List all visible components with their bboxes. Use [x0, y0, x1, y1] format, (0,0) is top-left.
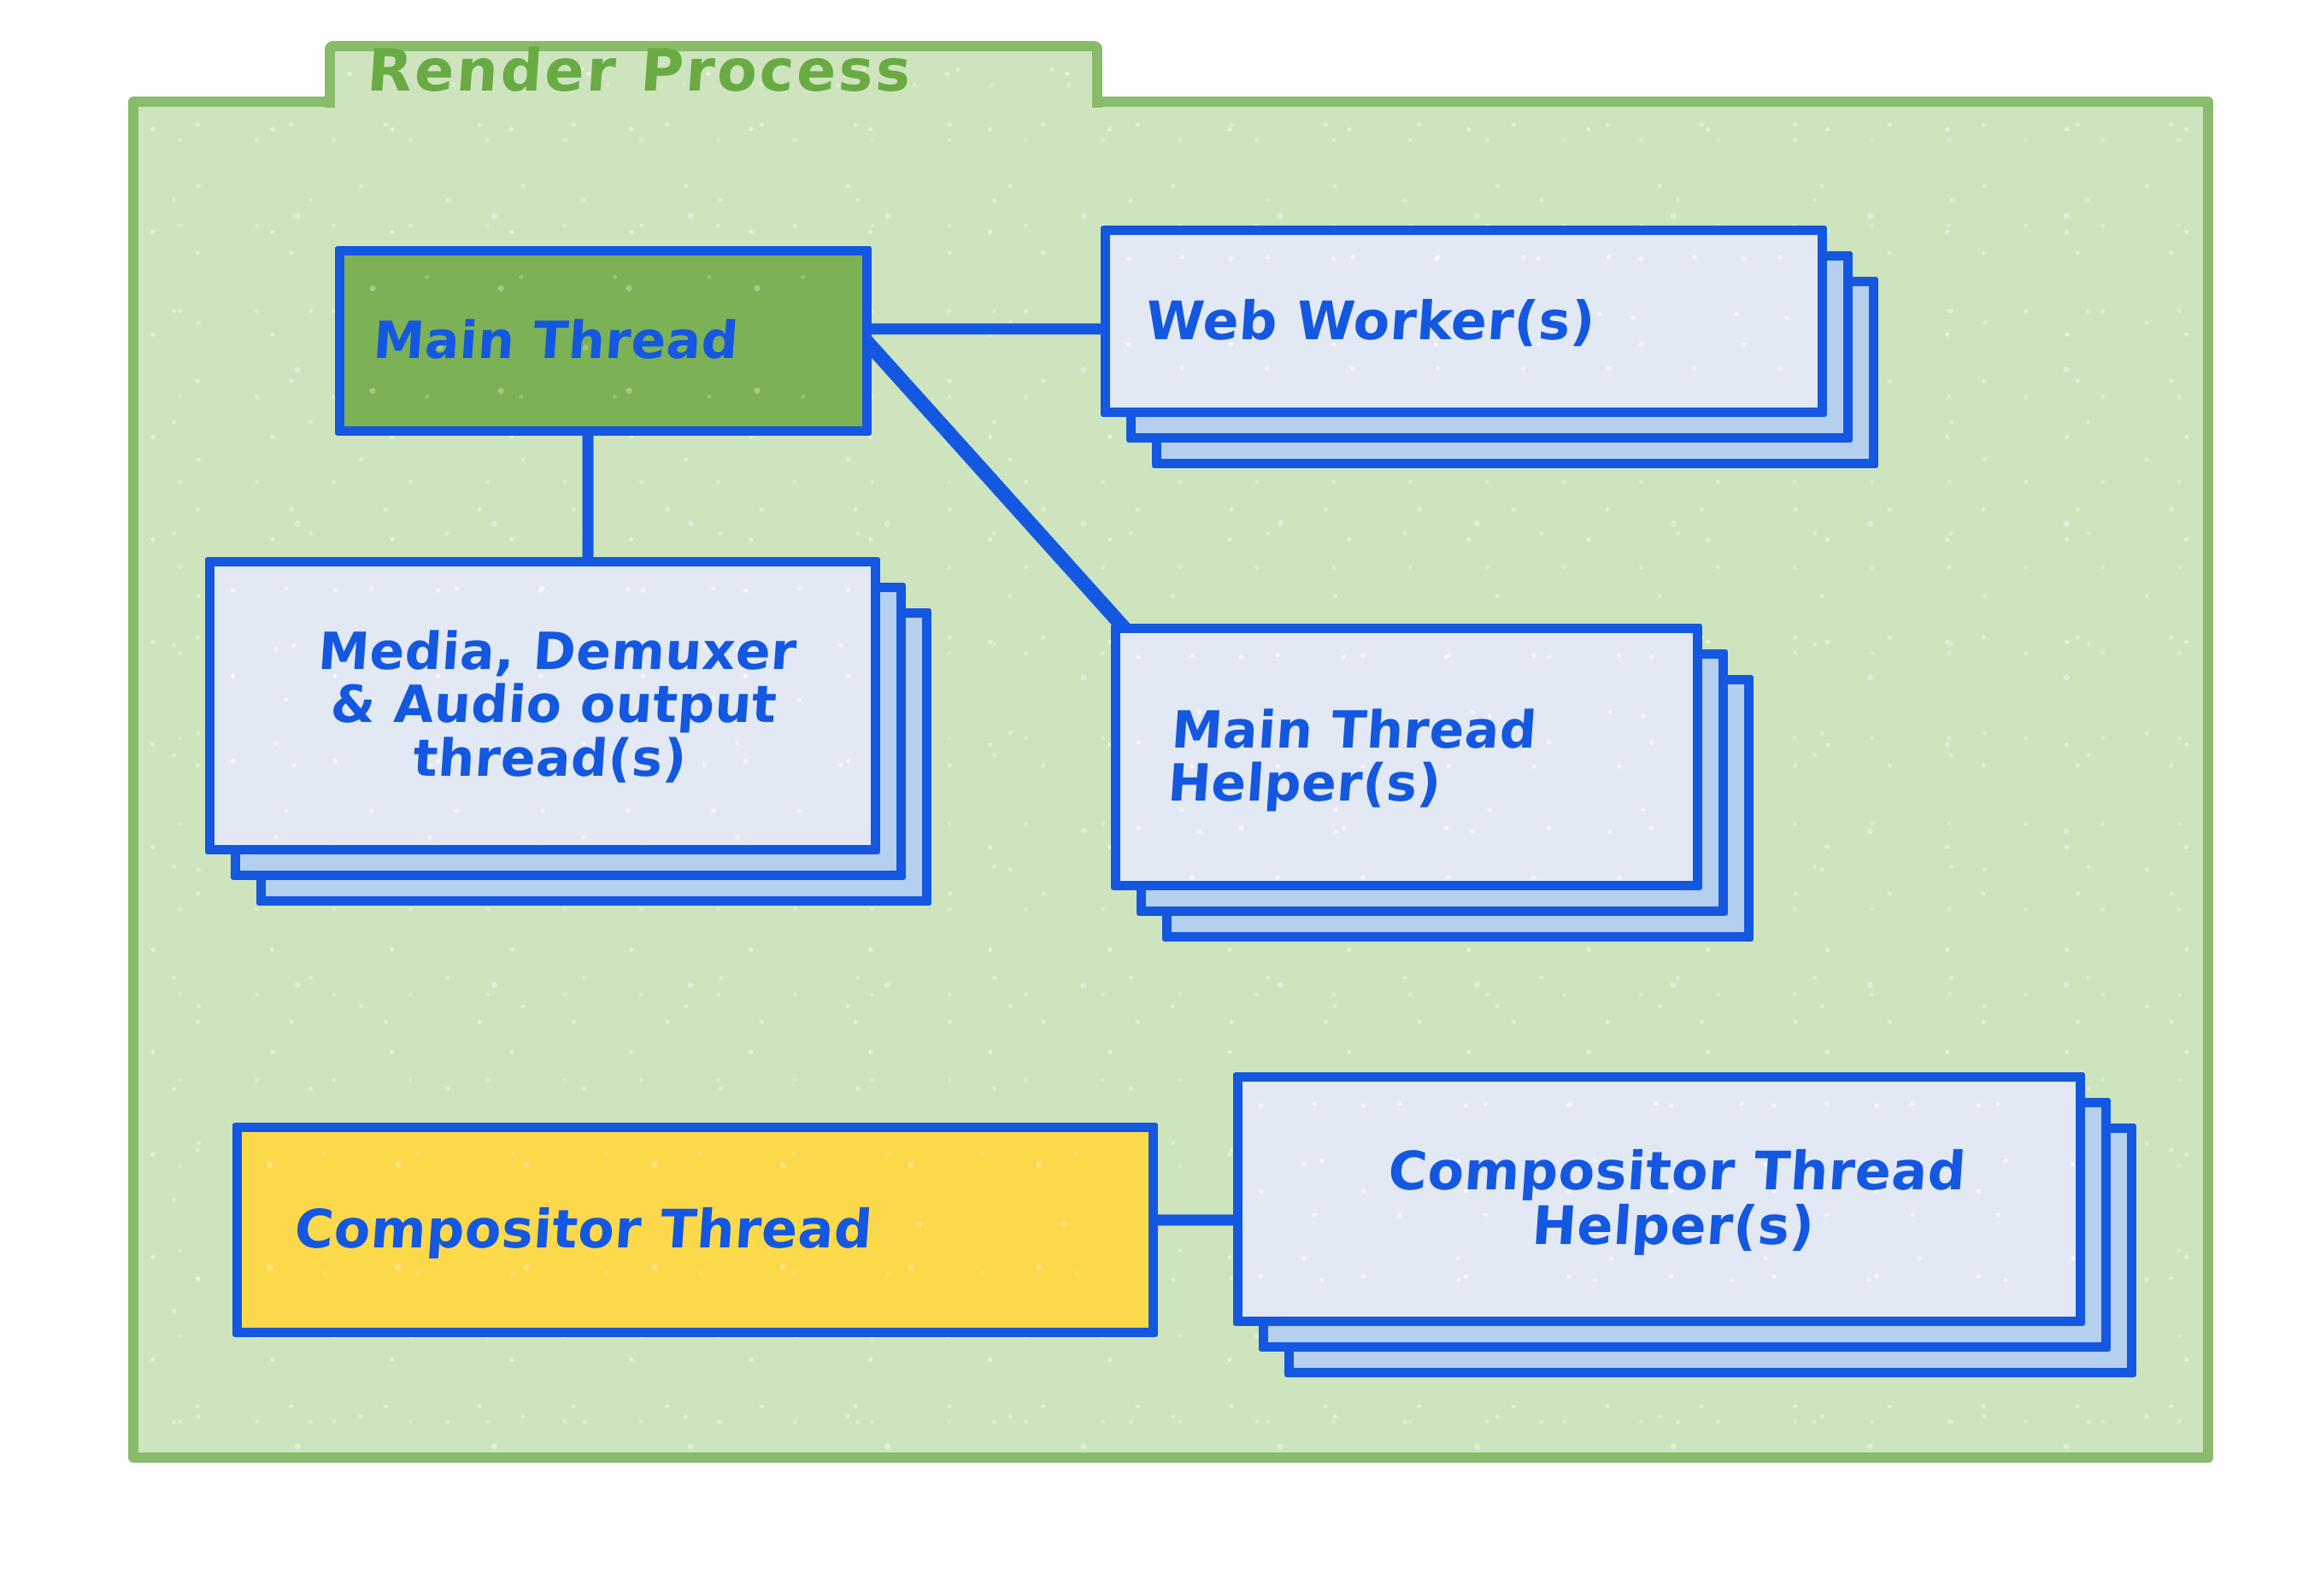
node-main-thread[interactable]: Main Thread — [335, 246, 872, 436]
node-media-thread-label: Media, Demuxer & Audio output thread(s) — [209, 622, 876, 789]
node-compositor-thread-helper-line-2: Helper(s) — [1530, 1194, 1817, 1258]
node-media-thread[interactable]: Media, Demuxer & Audio output thread(s) — [205, 557, 931, 906]
node-media-thread-line-1: Media, Demuxer — [316, 622, 799, 683]
render-process-title: Render Process — [365, 38, 916, 105]
node-media-thread-line-3: thread(s) — [411, 729, 690, 789]
node-compositor-thread-label: Compositor Thread — [292, 1198, 875, 1261]
node-main-thread-helper-label: Main Thread Helper(s) — [1117, 700, 1697, 813]
node-compositor-thread-face: Compositor Thread — [232, 1123, 1158, 1337]
node-web-worker-face: Web Worker(s) — [1101, 226, 1827, 417]
node-compositor-thread-helper-face: Compositor Thread Helper(s) — [1233, 1072, 2085, 1326]
node-main-thread-face: Main Thread — [335, 246, 872, 436]
node-main-thread-helper[interactable]: Main Thread Helper(s) — [1111, 624, 1754, 942]
node-web-worker[interactable]: Web Worker(s) — [1101, 226, 1878, 468]
node-compositor-thread-helper[interactable]: Compositor Thread Helper(s) — [1233, 1072, 2136, 1377]
node-web-worker-label: Web Worker(s) — [1143, 289, 1598, 352]
node-compositor-thread-helper-line-1: Compositor Thread — [1386, 1140, 1969, 1203]
node-main-thread-helper-face: Main Thread Helper(s) — [1111, 624, 1702, 890]
node-main-thread-helper-line-1: Main Thread — [1169, 700, 1539, 760]
node-media-thread-face: Media, Demuxer & Audio output thread(s) — [205, 557, 880, 854]
node-main-thread-label: Main Thread — [371, 310, 741, 371]
node-main-thread-helper-line-2: Helper(s) — [1166, 754, 1444, 813]
node-media-thread-line-2: & Audio output — [328, 675, 779, 736]
node-compositor-thread-helper-label: Compositor Thread Helper(s) — [1238, 1140, 2079, 1257]
render-process-title-tab — [325, 41, 1102, 108]
node-compositor-thread[interactable]: Compositor Thread — [232, 1123, 1158, 1337]
